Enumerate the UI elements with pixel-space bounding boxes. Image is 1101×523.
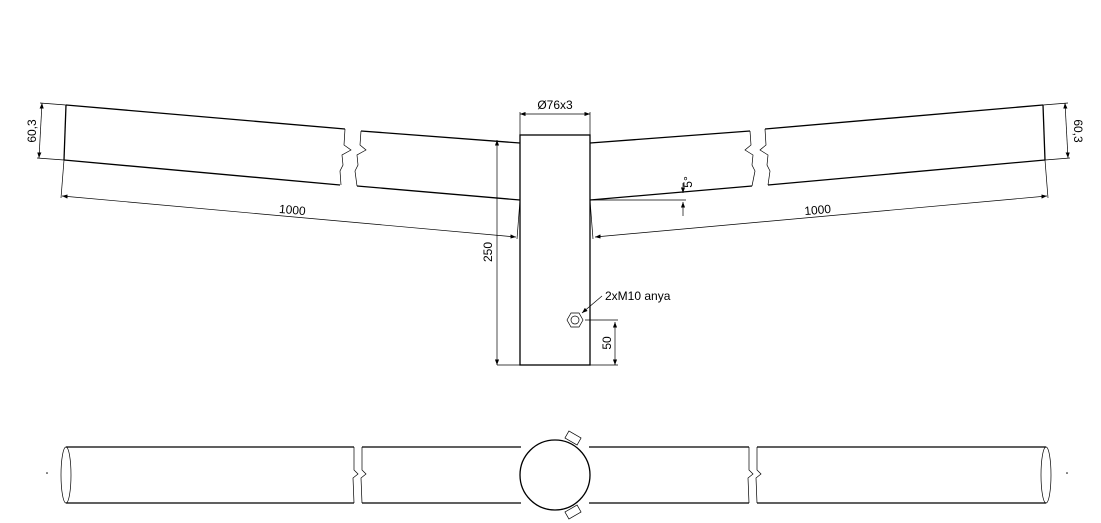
dimension-post-height: 250 xyxy=(481,140,520,366)
post-diameter-label: Ø76x3 xyxy=(537,98,573,112)
nut-icon xyxy=(564,504,582,520)
post-section xyxy=(519,439,591,511)
angle-label: 5° xyxy=(681,176,695,188)
nut-icon xyxy=(564,430,582,446)
dimension-left-arm-length: 1000 xyxy=(60,159,521,240)
right-arm-diameter-label: 60,3 xyxy=(1071,119,1085,143)
dimension-angle: 5° xyxy=(590,176,695,216)
left-arm xyxy=(63,104,521,201)
dimension-right-arm-length: 1000 xyxy=(589,159,1049,240)
nut-icon xyxy=(566,312,584,328)
right-arm-length-label: 1000 xyxy=(804,202,832,218)
dimension-left-arm-diameter: 60,3 xyxy=(25,102,67,161)
bolt-height-label: 50 xyxy=(600,336,614,350)
top-view xyxy=(46,430,1068,520)
left-arm-length-label: 1000 xyxy=(278,202,306,218)
dimension-right-arm-diameter: 60,3 xyxy=(1042,102,1085,161)
left-arm-diameter-label: 60,3 xyxy=(25,119,39,143)
post-height-label: 250 xyxy=(481,242,495,262)
post xyxy=(519,134,591,366)
front-view: Ø76x3 250 60,3 60,3 1000 1000 5° 2xM10 a… xyxy=(25,98,1085,366)
bolt: 2xM10 anya 50 xyxy=(566,289,671,366)
dimension-post-diameter: Ø76x3 xyxy=(519,98,591,135)
right-arm xyxy=(589,104,1046,201)
bolt-label: 2xM10 anya xyxy=(605,289,671,303)
